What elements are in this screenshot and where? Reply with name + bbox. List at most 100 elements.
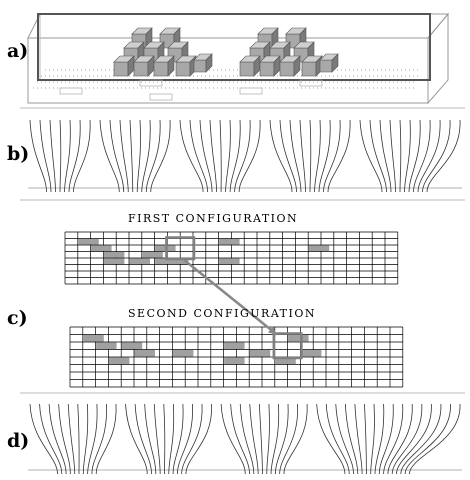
field-line: [314, 119, 321, 193]
field-line: [67, 403, 76, 475]
field-line: [119, 119, 129, 193]
field-line: [374, 403, 385, 475]
field-line: [289, 119, 302, 193]
filled-cell: [224, 357, 245, 364]
field-line: [417, 119, 441, 193]
panel-label-c: c): [7, 307, 28, 329]
filled-cell: [129, 258, 150, 264]
field-line: [389, 119, 396, 193]
field-line: [283, 403, 308, 475]
field-line: [422, 119, 451, 193]
block-front: [133, 61, 149, 77]
field-line: [136, 119, 141, 193]
filled-cell: [121, 342, 143, 349]
panel-a-3d-model: [27, 12, 450, 105]
floor-cell-outline: [59, 87, 83, 95]
filled-cell: [134, 350, 155, 357]
field-line: [82, 403, 89, 475]
field-line: [181, 403, 203, 475]
filled-cell: [300, 350, 322, 357]
filled-cell: [275, 357, 296, 364]
panel-b-field-lines: [28, 119, 462, 193]
block-front: [193, 59, 207, 73]
filled-cell: [167, 258, 189, 264]
field-line: [364, 403, 367, 475]
field-line: [73, 119, 91, 193]
filled-cell: [249, 350, 271, 357]
field-line: [274, 403, 289, 475]
block-front: [301, 61, 317, 77]
filled-cell: [142, 252, 163, 258]
filled-cell: [219, 258, 240, 264]
field-line: [87, 403, 98, 475]
field-line: [172, 403, 184, 475]
field-line: [258, 403, 263, 475]
filled-cell: [83, 335, 104, 342]
field-line: [141, 119, 151, 193]
filled-cell: [91, 245, 112, 251]
floor-cell-outline: [139, 79, 163, 87]
field-line: [309, 119, 312, 193]
field-line: [144, 403, 157, 475]
panel-label-a: a): [7, 40, 29, 62]
box-top-face: [27, 13, 450, 39]
field-line: [399, 119, 402, 193]
field-line: [383, 403, 404, 475]
filled-cell: [103, 258, 125, 264]
field-line: [134, 403, 152, 475]
field-line: [413, 119, 431, 193]
filled-cell: [96, 342, 117, 349]
field-line: [391, 403, 423, 475]
field-line: [249, 403, 259, 475]
transition-arrow-head: [268, 326, 277, 335]
field-line: [325, 403, 350, 475]
filled-cell: [155, 258, 176, 264]
field-line: [318, 119, 331, 193]
field-line: [344, 403, 359, 475]
field-line: [359, 119, 383, 193]
field-line: [239, 403, 255, 475]
highlight-box: [165, 236, 196, 261]
field-line: [279, 119, 297, 193]
field-line: [370, 403, 375, 475]
field-line: [176, 403, 193, 475]
field-line: [354, 403, 363, 475]
field-line: [323, 119, 341, 193]
panel-label-b: b): [7, 143, 30, 165]
field-line: [379, 119, 392, 193]
field-line: [279, 403, 298, 475]
field-line: [335, 403, 354, 475]
field-line: [39, 119, 52, 193]
field-line: [369, 119, 387, 193]
panel-d-field-lines: [28, 403, 462, 475]
field-line: [185, 403, 212, 475]
field-line: [64, 119, 71, 193]
block-side: [205, 53, 213, 73]
box-front-face: [27, 37, 429, 104]
filled-cell: [224, 342, 245, 349]
box-side-face: [427, 12, 449, 105]
field-line: [145, 119, 161, 193]
first-configuration-title: FIRST CONFIGURATION: [128, 212, 299, 225]
second-configuration-grid: [69, 326, 404, 388]
floor-cell-outline: [239, 87, 263, 95]
field-line: [266, 403, 270, 475]
field-line: [220, 403, 246, 475]
field-line: [400, 403, 442, 475]
block-front: [319, 59, 333, 73]
field-line: [269, 119, 293, 193]
field-line: [95, 403, 117, 475]
highlight-box: [272, 332, 303, 360]
field-line: [230, 403, 250, 475]
block-front: [279, 61, 295, 77]
block-front: [239, 61, 255, 77]
block-side: [167, 55, 175, 77]
field-line: [125, 403, 148, 475]
field-line: [199, 119, 213, 193]
field-line: [179, 119, 204, 193]
field-line: [153, 403, 161, 475]
field-line: [219, 119, 222, 193]
field-line: [404, 119, 411, 193]
field-line: [378, 403, 394, 475]
block-front: [113, 61, 129, 77]
